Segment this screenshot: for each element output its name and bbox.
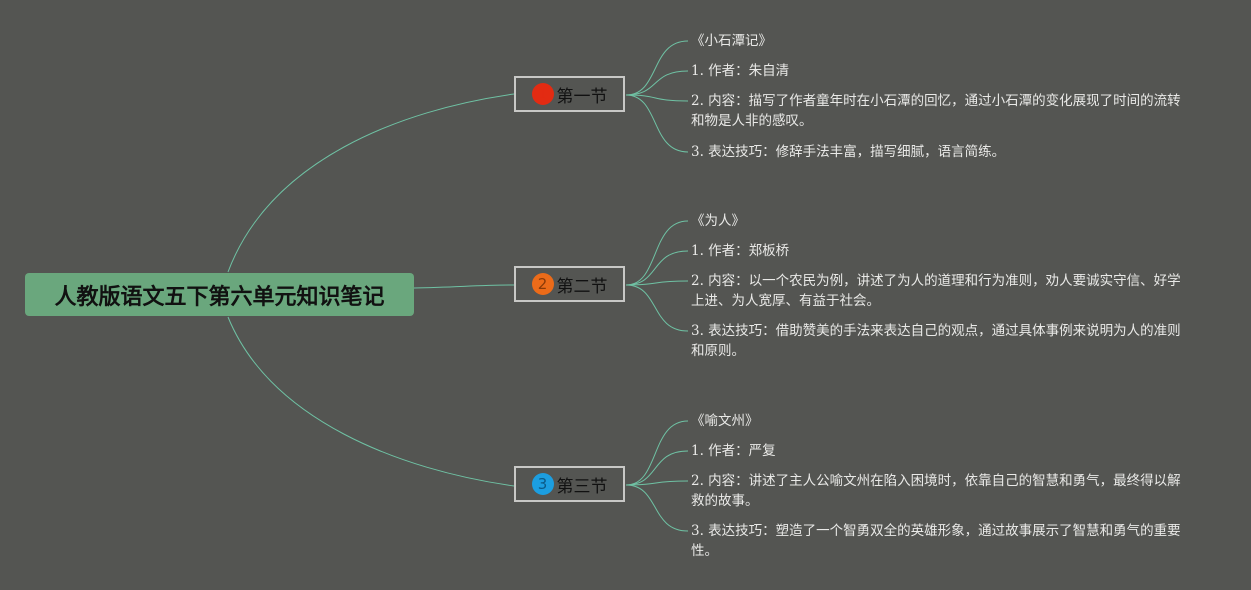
leaf-author[interactable]: 1. 作者：朱自清 (691, 63, 790, 79)
link-section-2-leaf-4 (625, 284, 689, 332)
link-section-1-leaf-1 (625, 40, 689, 96)
number-badge-icon: 1 (531, 83, 554, 105)
section-label: 第三节 (556, 476, 608, 497)
section-node-1[interactable]: 1 第一节 (514, 76, 625, 112)
number-badge-icon: 2 (531, 273, 554, 295)
link-section-2-leaf-2 (625, 250, 689, 286)
link-section-3-leaf-3 (625, 480, 689, 486)
number-badge-icon: 3 (531, 473, 554, 495)
link-root-section-2 (413, 284, 515, 289)
section-node-3[interactable]: 3 第三节 (514, 466, 625, 502)
link-section-2-leaf-3 (625, 280, 689, 286)
link-section-3-leaf-1 (625, 420, 689, 486)
root-title: 人教版语文五下第六单元知识笔记 (54, 284, 385, 310)
link-section-3-leaf-2 (625, 450, 689, 486)
link-root-section-3 (227, 316, 515, 487)
leaf-title[interactable]: 《小石潭记》 (691, 33, 772, 49)
link-section-1-leaf-2 (625, 70, 689, 96)
leaf-author[interactable]: 1. 作者：郑板桥 (691, 243, 790, 259)
link-section-1-leaf-4 (625, 94, 689, 153)
leaf-content[interactable]: 2. 内容：描写了作者童年时在小石潭的回忆，通过小石潭的变化展现了时间的流转和物… (691, 93, 1181, 129)
leaf-title[interactable]: 《喻文州》 (691, 413, 759, 429)
leaf-content[interactable]: 2. 内容：以一个农民为例，讲述了为人的道理和行为准则，劝人要诚实守信、好学上进… (691, 273, 1181, 309)
section-node-2[interactable]: 2 第二节 (514, 266, 625, 302)
root-topic[interactable]: 人教版语文五下第六单元知识笔记 (25, 273, 414, 316)
link-root-section-1 (227, 93, 515, 273)
leaf-technique[interactable]: 3. 表达技巧：借助赞美的手法来表达自己的观点，通过具体事例来说明为人的准则和原… (691, 323, 1181, 359)
leaf-content[interactable]: 2. 内容：讲述了主人公喻文州在陷入困境时，依靠自己的智慧和勇气，最终得以解救的… (691, 473, 1181, 509)
leaf-title[interactable]: 《为人》 (691, 213, 745, 229)
section-label: 第一节 (556, 86, 608, 107)
link-section-3-leaf-4 (625, 484, 689, 532)
leaf-technique[interactable]: 3. 表达技巧：塑造了一个智勇双全的英雄形象，通过故事展示了智慧和勇气的重要性。 (691, 523, 1181, 559)
link-section-1-leaf-3 (625, 94, 689, 102)
section-label: 第二节 (556, 276, 608, 297)
leaf-technique[interactable]: 3. 表达技巧：修辞手法丰富，描写细腻，语言简练。 (691, 144, 1006, 160)
leaf-author[interactable]: 1. 作者：严复 (691, 443, 776, 459)
link-section-2-leaf-1 (625, 220, 689, 286)
